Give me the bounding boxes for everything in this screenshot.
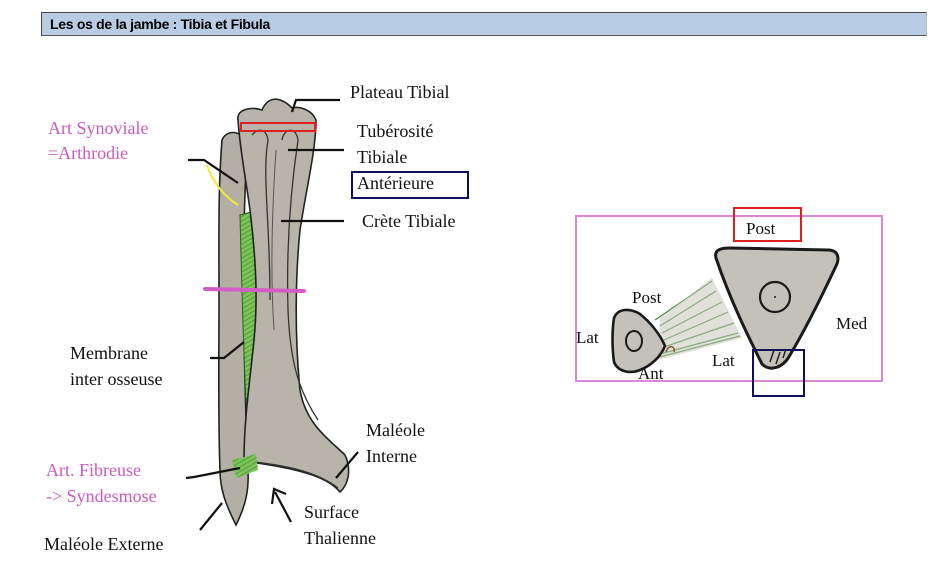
fibula-cross-section: [611, 308, 667, 374]
label-plateau-tibial: Plateau Tibial: [350, 82, 450, 102]
arrow-surface-head: [270, 487, 287, 505]
anterieure-highlight-box: [351, 171, 469, 199]
label-tibia-lat: Lat: [712, 351, 735, 370]
label-fibula-lat: Lat: [576, 328, 599, 347]
label-tibia-post: Post: [746, 219, 776, 238]
post-highlight-box: [733, 207, 802, 242]
leader-fibreuse: [185, 466, 241, 480]
label-thalienne: Thalienne: [304, 528, 376, 548]
label-arthrodie: =Arthrodie: [48, 143, 129, 163]
tibia-bone: [237, 98, 350, 494]
syndesmosis-patch: [232, 454, 258, 478]
cross-section-frame: [575, 215, 883, 382]
label-art-synoviale: Art Synoviale: [48, 118, 149, 138]
leader-maleole-interne: [335, 451, 359, 479]
page-header: Les os de la jambe : Tibia et Fibula: [41, 12, 927, 36]
label-tibia-med: Med: [836, 314, 868, 333]
label-anterieure: Antérieure: [357, 173, 434, 193]
label-art-fibreuse: Art. Fibreuse: [46, 460, 141, 480]
label-tuberosite: Tubérosité: [357, 121, 434, 141]
section-cut-line: [203, 287, 306, 293]
plateau-highlight-box: [240, 122, 316, 132]
label-crete-tibiale: Crète Tibiale: [362, 211, 456, 231]
yellow-annotation-line: [206, 164, 239, 206]
page-title: Les os de la jambe : Tibia et Fibula: [50, 16, 271, 32]
leader-synoviale: [188, 158, 239, 184]
label-surface: Surface: [304, 502, 359, 522]
leader-membrane: [210, 341, 245, 360]
label-fibula-post: Post: [632, 288, 662, 307]
tibia-medullary-cavity: [758, 280, 792, 314]
label-tibiale: Tibiale: [357, 147, 408, 167]
label-syndesmose: -> Syndesmose: [46, 486, 157, 506]
label-maleole-externe: Maléole Externe: [44, 534, 164, 554]
leader-plateau: [290, 98, 340, 113]
label-maleole-interne-2: Interne: [366, 446, 417, 466]
tibia-cross-section: [714, 246, 840, 370]
lat-highlight-box: [752, 349, 805, 397]
label-inter-osseuse: inter osseuse: [70, 369, 163, 389]
arrow-surface-shaft: [274, 491, 292, 523]
leader-maleole-externe: [199, 502, 223, 531]
label-membrane: Membrane: [70, 343, 148, 363]
fibula-medullary-cavity: [625, 330, 643, 352]
label-fibula-ant: Ant: [638, 364, 664, 383]
label-maleole-interne-1: Maléole: [366, 420, 425, 440]
